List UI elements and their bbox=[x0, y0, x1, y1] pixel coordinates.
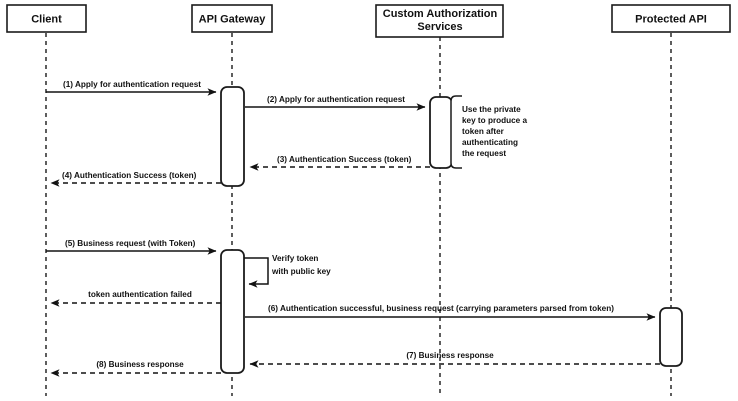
participant-label-protected-api: Protected API bbox=[635, 13, 707, 25]
message-6[interactable]: (6) Authentication successful, business … bbox=[245, 304, 656, 321]
message-2[interactable]: (2) Apply for authentication request bbox=[245, 95, 426, 111]
participant-box-protected-api[interactable] bbox=[611, 4, 731, 33]
message-3-label: (3) Authentication Success (token) bbox=[277, 155, 412, 164]
participant-label-client: Client bbox=[31, 13, 62, 25]
participant-client[interactable]: Client bbox=[6, 4, 87, 33]
note-private-key-line2: key to produce a bbox=[462, 116, 528, 125]
activation-bars bbox=[220, 86, 683, 374]
message-2-label: (2) Apply for authentication request bbox=[267, 95, 405, 104]
participant-custom-authorization-services[interactable]: Custom Authorization Services bbox=[375, 4, 504, 38]
message-6-label: (6) Authentication successful, business … bbox=[268, 304, 614, 313]
message-1-label: (1) Apply for authentication request bbox=[63, 80, 201, 89]
message-7-label: (7) Business response bbox=[406, 351, 494, 360]
activation-api-gateway-auth bbox=[220, 86, 245, 187]
message-self-verify-token-label-line1: Verify token bbox=[272, 254, 318, 263]
note-private-key-line3: token after bbox=[462, 127, 505, 136]
message-4[interactable]: (4) Authentication Success (token) bbox=[50, 171, 221, 187]
participant-label-custom-authorization-services-line2: Services bbox=[417, 21, 462, 33]
participant-box-api-gateway[interactable] bbox=[191, 4, 273, 33]
message-1[interactable]: (1) Apply for authentication request bbox=[46, 80, 217, 96]
message-5[interactable]: (5) Business request (with Token) bbox=[46, 239, 217, 255]
message-5-label: (5) Business request (with Token) bbox=[65, 239, 196, 248]
message-8-label: (8) Business response bbox=[96, 360, 184, 369]
activation-protected-api bbox=[659, 307, 683, 367]
participant-box-custom-authorization-services[interactable] bbox=[375, 4, 504, 38]
message-3[interactable]: (3) Authentication Success (token) bbox=[249, 155, 430, 171]
message-self-verify-token-label-line2: with public key bbox=[271, 267, 331, 276]
participant-label-api-gateway: API Gateway bbox=[199, 13, 267, 25]
note-private-key-bracket bbox=[450, 95, 462, 169]
message-self-verify-token[interactable]: Verify token with public key bbox=[244, 254, 331, 288]
note-private-key-line4: authenticating bbox=[462, 138, 518, 147]
note-private-key-line1: Use the private bbox=[462, 105, 521, 114]
participant-api-gateway[interactable]: API Gateway bbox=[191, 4, 273, 33]
participant-box-client[interactable] bbox=[6, 4, 87, 33]
message-4-label: (4) Authentication Success (token) bbox=[62, 171, 197, 180]
note-private-key: Use the private key to produce a token a… bbox=[450, 95, 528, 169]
activation-api-gateway-business bbox=[220, 249, 245, 374]
participant-label-custom-authorization-services-line1: Custom Authorization bbox=[383, 8, 498, 20]
message-token-authentication-failed-label: token authentication failed bbox=[88, 290, 192, 299]
message-7[interactable]: (7) Business response bbox=[249, 351, 660, 368]
message-token-authentication-failed[interactable]: token authentication failed bbox=[50, 290, 221, 307]
participant-protected-api[interactable]: Protected API bbox=[611, 4, 731, 33]
message-8[interactable]: (8) Business response bbox=[50, 360, 221, 377]
message-self-verify-token-arrow[interactable] bbox=[244, 257, 269, 288]
note-private-key-line5: the request bbox=[462, 149, 506, 158]
activation-custom-authorization-services bbox=[429, 96, 453, 169]
